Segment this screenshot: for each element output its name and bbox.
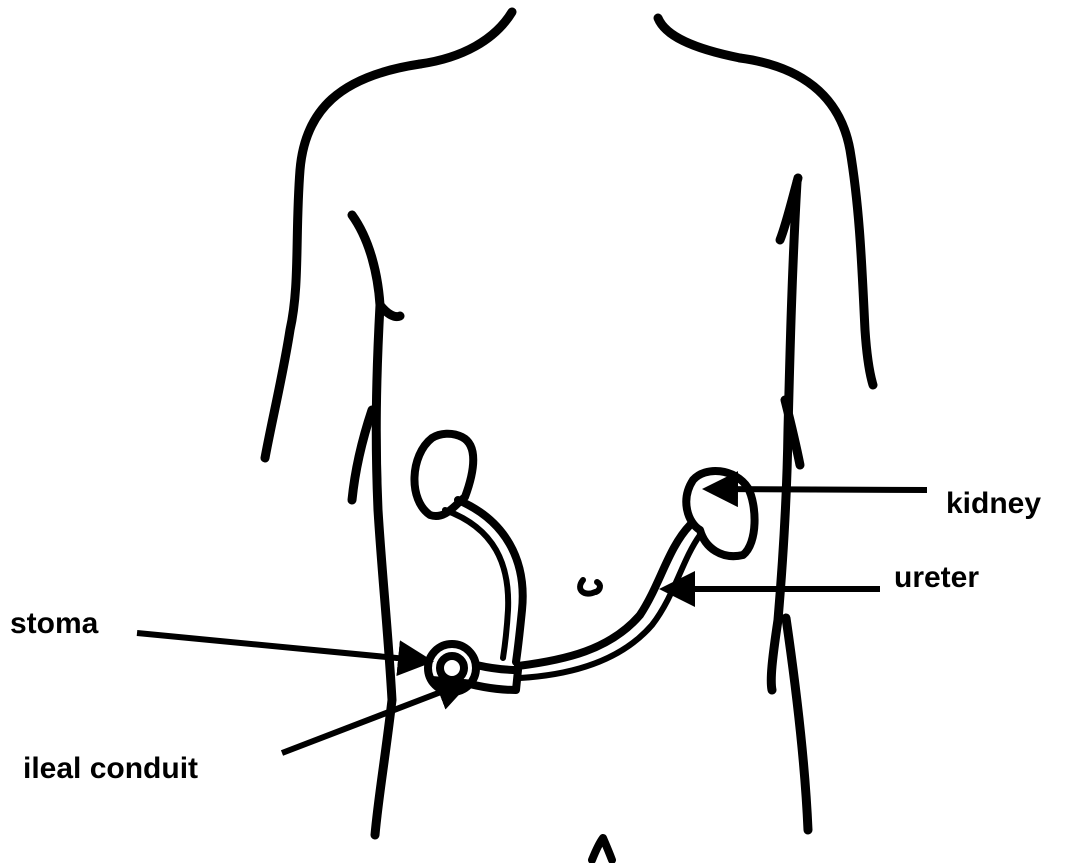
right-shoulder-arm-outer bbox=[740, 58, 873, 385]
left-arm-lower-stroke bbox=[352, 410, 372, 500]
stoma-label: stoma bbox=[10, 607, 99, 640]
ileal-conduit-arrow bbox=[282, 682, 467, 753]
left-shoulder-arm-outer bbox=[265, 64, 420, 458]
urinary-tract bbox=[414, 434, 754, 692]
neck-left bbox=[420, 12, 512, 64]
body-outline bbox=[265, 12, 873, 860]
kidney-arrow bbox=[708, 489, 927, 490]
stoma-inner-ring bbox=[440, 656, 464, 680]
label-arrows bbox=[137, 489, 927, 753]
left-inner-arm bbox=[352, 215, 400, 317]
right-hip-lower bbox=[786, 618, 808, 830]
ureter-label: ureter bbox=[894, 561, 979, 594]
kidney-label: kidney bbox=[946, 487, 1041, 520]
left-torso-side bbox=[375, 305, 392, 835]
navel-mark bbox=[580, 580, 600, 594]
groin-mark bbox=[592, 838, 612, 860]
ileal-conduit-label: ileal conduit bbox=[23, 752, 198, 785]
right-ureter-outer bbox=[518, 525, 690, 666]
neck-right bbox=[658, 18, 740, 58]
